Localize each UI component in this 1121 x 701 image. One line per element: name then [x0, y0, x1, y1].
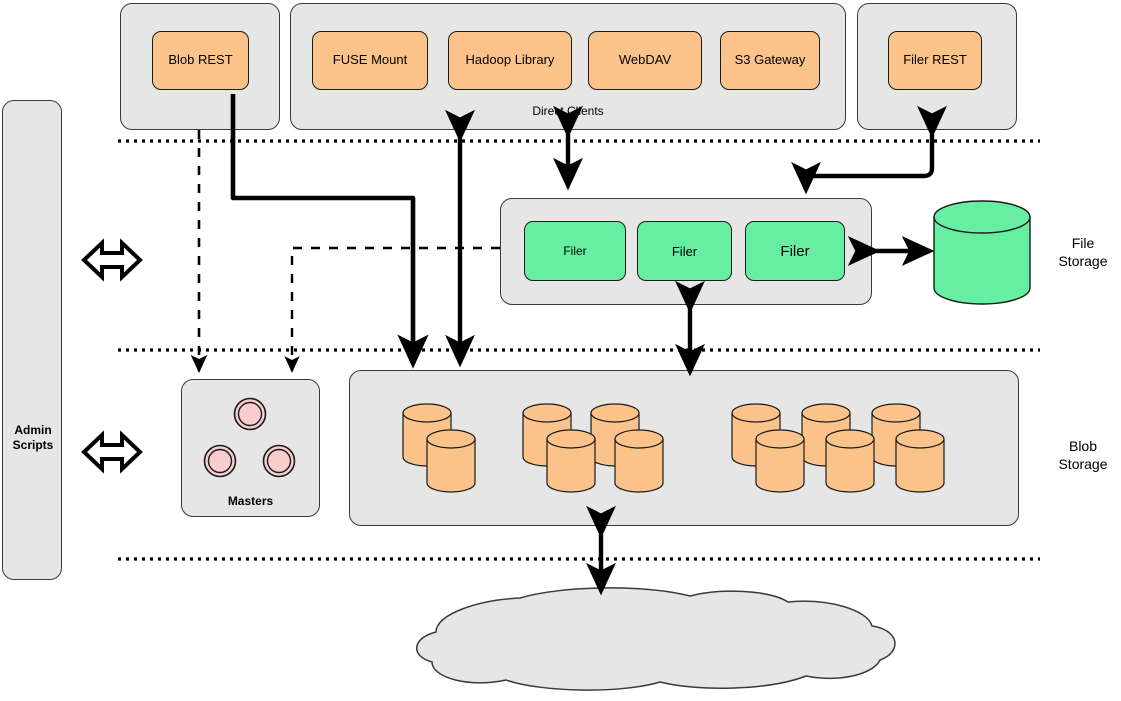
ssd-disk-label-2: SSD — [611, 467, 667, 482]
file-storage-tier-line1: File — [1071, 235, 1095, 251]
admin-to-filer-double-arrow — [81, 238, 143, 282]
admin-scripts-label-line1: Admin — [14, 423, 52, 437]
hdd-disk-label-3-text: HDD — [907, 467, 933, 481]
ssd-disk-label-1: SSD — [543, 467, 599, 482]
sql-kv-store-label-line2: Store — [966, 252, 998, 266]
filer-rest-label: Filer REST — [903, 52, 967, 68]
hdd-disk-label-2-text: HDD — [837, 467, 863, 481]
ssd-disk-label-1-text: SSD — [558, 467, 584, 481]
masters-label-text: Masters — [227, 494, 274, 508]
hadoop-library-label: Hadoop Library — [465, 52, 555, 68]
blob-storage-tier-line2: Storage — [1058, 455, 1108, 472]
blob-rest-to-volume-servers — [230, 94, 429, 369]
webdav-chip[interactable]: WebDAV — [588, 31, 702, 90]
admin-scripts-label: Admin Scripts — [3, 423, 63, 453]
webdav-label: WebDAV — [618, 52, 672, 68]
fuse-mount-chip[interactable]: FUSE Mount — [312, 31, 428, 90]
cloud-tier-label: Cloud Tier — [500, 634, 750, 650]
nvme-disk-label-text: NVME — [433, 467, 469, 481]
volume-servers-group[interactable] — [349, 370, 1019, 526]
filer-chip-2[interactable]: Filer — [637, 221, 732, 281]
filer-rest-to-filer-cluster — [791, 105, 947, 195]
blob-rest-label: Blob REST — [168, 52, 233, 68]
ssd-disk-label-2-text: SSD — [626, 467, 652, 481]
filer-label-2: Filer — [671, 243, 698, 259]
masters-label: Masters — [181, 494, 320, 509]
filer-label-3: Filer — [780, 242, 810, 260]
filer-to-masters-dashed — [284, 246, 500, 373]
hdd-disk-label-1-text: HDD — [767, 467, 793, 481]
hdd-disk-label-3: HDD — [892, 467, 948, 482]
blob-storage-tier-label: Blob Storage — [1046, 438, 1120, 473]
hdd-disk-label-1: HDD — [752, 467, 808, 482]
hdd-disk-label-2: HDD — [822, 467, 878, 482]
hadoop-library-chip[interactable]: Hadoop Library — [448, 31, 572, 90]
filer-chip-3[interactable]: Filer — [745, 221, 845, 281]
direct-clients-caption: Direct Clients — [290, 104, 846, 119]
sql-kv-store-label-line1: SQL or KV — [952, 237, 1012, 251]
admin-to-blob-double-arrow — [81, 430, 143, 474]
blob-storage-tier-line1: Blob — [1068, 438, 1098, 454]
s3-gateway-chip[interactable]: S3 Gateway — [720, 31, 820, 90]
s3-gateway-label: S3 Gateway — [734, 52, 806, 68]
direct-clients-caption-text: Direct Clients — [532, 104, 604, 118]
nvme-disk-label: NVME — [423, 467, 479, 482]
blob-rest-chip[interactable]: Blob REST — [152, 31, 249, 90]
admin-scripts-box[interactable]: Admin Scripts — [2, 100, 62, 580]
filer-label-1: Filer — [563, 244, 587, 258]
sql-kv-store-label: SQL or KV Store — [934, 237, 1030, 267]
filer-rest-chip[interactable]: Filer REST — [888, 31, 982, 90]
file-storage-tier-line2: Storage — [1058, 252, 1108, 269]
admin-scripts-label-line2: Scripts — [12, 438, 54, 452]
fuse-mount-label: FUSE Mount — [332, 52, 408, 68]
cloud-tier-label-text: Cloud Tier — [592, 634, 658, 649]
filer-chip-1[interactable]: Filer — [524, 221, 626, 281]
file-storage-tier-label: File Storage — [1046, 235, 1120, 270]
